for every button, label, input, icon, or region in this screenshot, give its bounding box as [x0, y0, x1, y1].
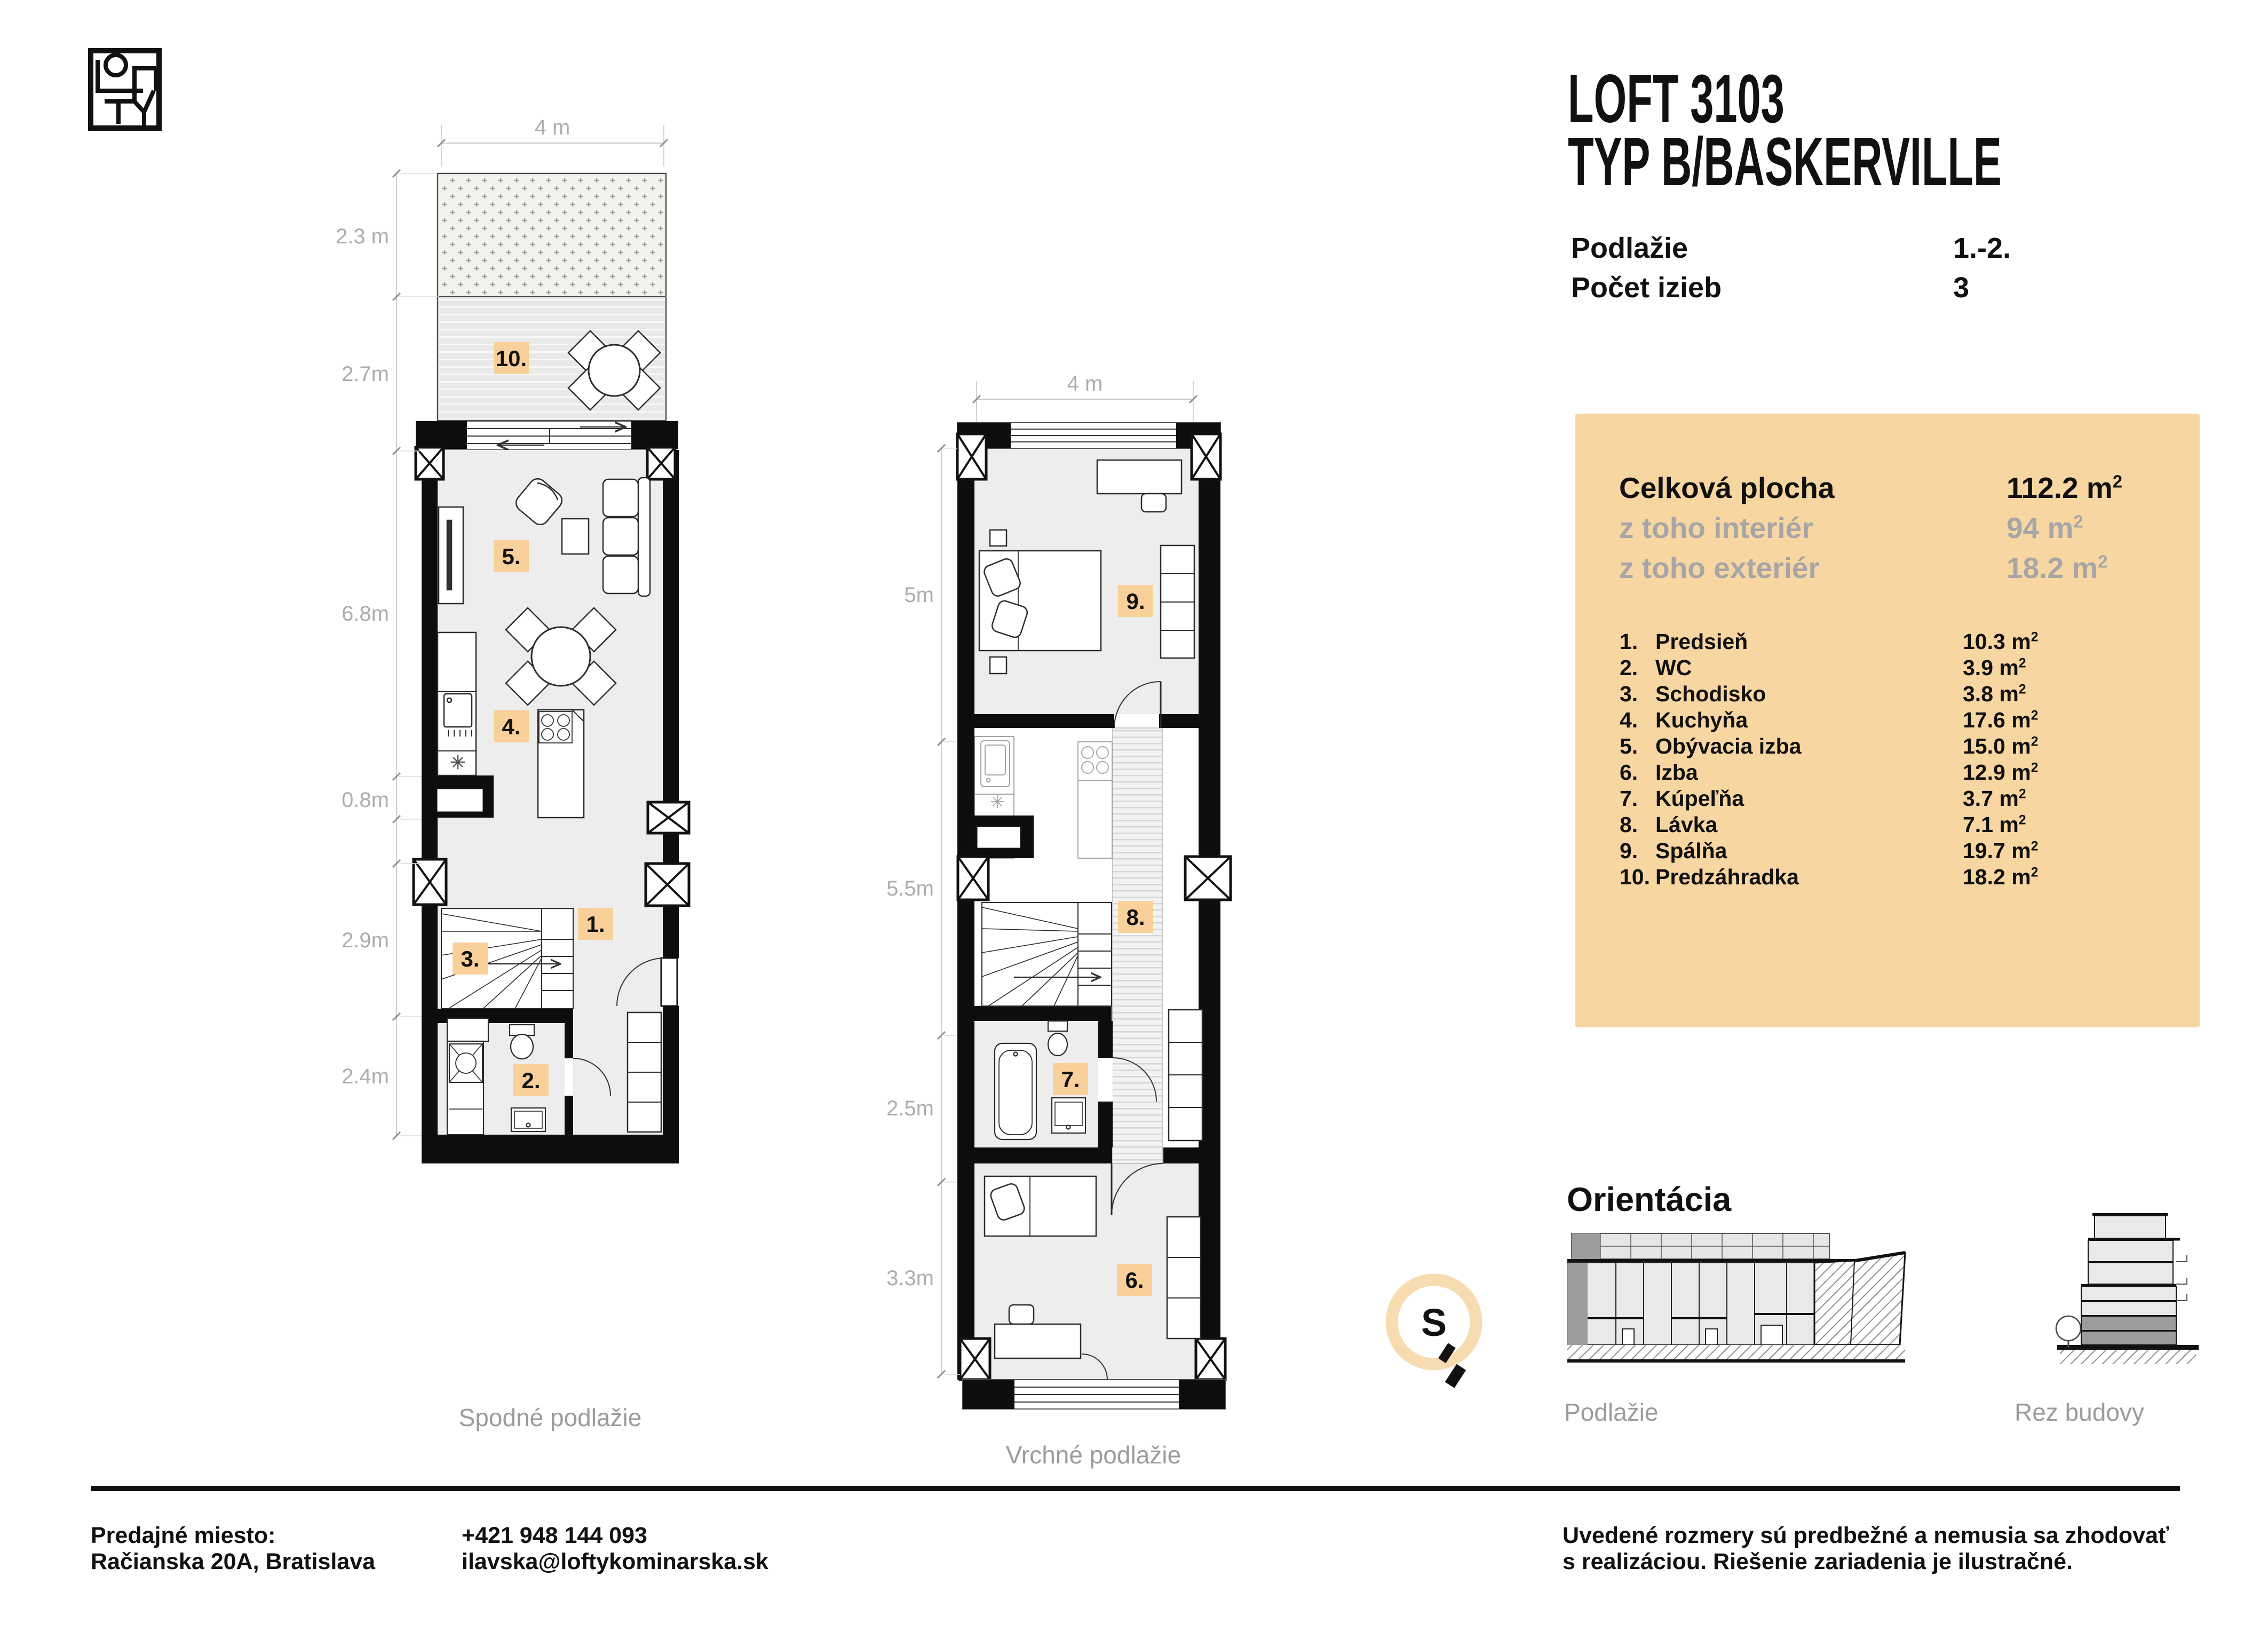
footer-divider: [91, 1486, 2180, 1491]
svg-text:3.3m: 3.3m: [886, 1266, 934, 1290]
interior-area-label: z toho interiér: [1619, 511, 1813, 544]
room-badges-upper: 9. 8. 7. 6.: [1053, 585, 1153, 1296]
svg-text:9.: 9.: [1126, 589, 1145, 614]
footer-disclaimer-line2: s realizáciou. Riešenie zariadenia je il…: [1563, 1549, 2073, 1574]
spec-floor: Podlažie 1.-2.: [1571, 232, 2201, 266]
svg-text:5.: 5.: [502, 544, 520, 569]
svg-text:6.: 6.: [1125, 1268, 1144, 1293]
spec-rooms: Počet izieb 3: [1571, 271, 2201, 305]
spec-rooms-label: Počet izieb: [1571, 272, 1722, 304]
svg-text:2.9m: 2.9m: [342, 929, 389, 952]
terrace: [437, 172, 667, 422]
footer-address: Predajné miesto: Račianska 20A, Bratisla…: [91, 1523, 375, 1575]
svg-text:2.3 m: 2.3 m: [336, 225, 389, 248]
svg-text:5m: 5m: [904, 583, 934, 607]
upper-wardrobes: [1166, 1009, 1203, 1340]
terrace-table: [567, 330, 661, 411]
spec-rooms-value: 3: [1953, 272, 1970, 304]
plan-lower: 4 m: [336, 116, 691, 1431]
lower-window-band: [962, 1353, 1226, 1410]
interior-area-row: z toho interiér 94 m2: [1619, 511, 2174, 545]
svg-text:6.8m: 6.8m: [342, 602, 389, 625]
footer-disclaimer-line1: Uvedené rozmery sú predbežné a nemusia s…: [1563, 1523, 2169, 1548]
total-area-label: Celková plocha: [1619, 471, 1835, 504]
walls-upper: [957, 448, 1220, 1380]
title-line1: LOFT 3103: [1568, 61, 1785, 137]
footer-phone[interactable]: +421 948 144 093: [462, 1523, 647, 1548]
orientation-heading: Orientácia: [1567, 1181, 1732, 1218]
spec-floor-label: Podlažie: [1571, 232, 1688, 264]
dim-label: 4 m: [535, 116, 570, 139]
kitchen: [437, 631, 585, 819]
exterior-area-label: z toho exteriér: [1619, 551, 1820, 584]
plan-caption-upper: Vrchné podlažie: [1006, 1441, 1181, 1469]
structural-columns-upper: [956, 432, 1232, 1381]
exterior-area-value: 18.2 m2: [2007, 551, 2108, 584]
svg-text:10.: 10.: [496, 346, 527, 371]
building-section-label: Rez budovy: [2015, 1398, 2144, 1426]
building-section-diagram: [2055, 1213, 2199, 1364]
walkway: [1112, 727, 1163, 1164]
room-badges-lower: 10. 5. 4. 1. 3. 2.: [453, 342, 613, 1096]
svg-text:2.7m: 2.7m: [342, 362, 389, 386]
svg-text:3.: 3.: [461, 946, 479, 971]
exterior-area-row: z toho exteriér 18.2 m2: [1619, 551, 2174, 585]
svg-text:2.: 2.: [521, 1068, 540, 1093]
title-line2: TYP B/BASKERVILLE: [1568, 124, 2002, 200]
dim-label: 4 m: [1067, 372, 1103, 395]
dims-lower: 2.3 m 2.7m 6.8m 0.8m 2.9m 2.4m: [336, 169, 438, 1141]
hall-wardrobe: [627, 1011, 662, 1133]
bathroom: [994, 1020, 1157, 1141]
spec-floor-value: 1.-2.: [1953, 232, 2011, 264]
page-title: LOFT 3103 TYP B/BASKERVILLE: [1568, 61, 2002, 200]
upper-window-band: [957, 422, 1221, 449]
compass: S: [1385, 1273, 1482, 1388]
dim-top-upper: [972, 381, 1198, 423]
bedroom-furniture: [978, 459, 1195, 729]
dim-top-lower: [437, 125, 669, 167]
footer-email[interactable]: ilavska@loftykominarska.sk: [462, 1549, 768, 1574]
plan-caption-lower: Spodné podlažie: [459, 1404, 642, 1431]
svg-text:0.8m: 0.8m: [342, 788, 389, 812]
site-plan-diagram: [1567, 1233, 1906, 1363]
svg-text:7.: 7.: [1061, 1067, 1080, 1092]
footer-address-line1: Predajné miesto:: [91, 1523, 276, 1548]
svg-text:5.5m: 5.5m: [886, 877, 934, 900]
wc-room: [446, 1017, 611, 1136]
footer-disclaimer: Uvedené rozmery sú predbežné a nemusia s…: [1563, 1523, 2169, 1575]
footer-contact: +421 948 144 093 ilavska@loftykominarska…: [462, 1523, 768, 1575]
compass-letter: S: [1421, 1302, 1447, 1344]
svg-text:2.5m: 2.5m: [886, 1097, 934, 1120]
svg-text:2.4m: 2.4m: [342, 1065, 389, 1088]
structural-columns-lower: [412, 446, 691, 907]
svg-text:1.: 1.: [586, 912, 605, 937]
area-summary-panel: Celková plocha 112.2 m2 z toho interiér …: [1575, 414, 2200, 1027]
footer-address-line2: Račianska 20A, Bratislava: [91, 1549, 376, 1574]
total-area-row: Celková plocha 112.2 m2: [1619, 471, 2174, 505]
interior-area-value: 94 m2: [2007, 511, 2083, 544]
svg-text:4.: 4.: [502, 714, 520, 739]
stairs-lower: [441, 908, 574, 1009]
svg-text:8.: 8.: [1126, 905, 1145, 930]
dims-upper: 5m 5.5m 2.5m 3.3m: [886, 444, 960, 1379]
site-plan-label: Podlažie: [1564, 1398, 1658, 1426]
plan-upper: 4 m: [886, 372, 1232, 1469]
stairs-upper: [981, 902, 1112, 1007]
lofty-logo: [88, 48, 162, 131]
entry-door: [616, 957, 678, 1007]
room6-furniture: [984, 1163, 1164, 1359]
sliding-door: [416, 421, 678, 450]
living-furniture: [438, 477, 651, 706]
total-area-value: 112.2 m2: [2007, 471, 2123, 504]
